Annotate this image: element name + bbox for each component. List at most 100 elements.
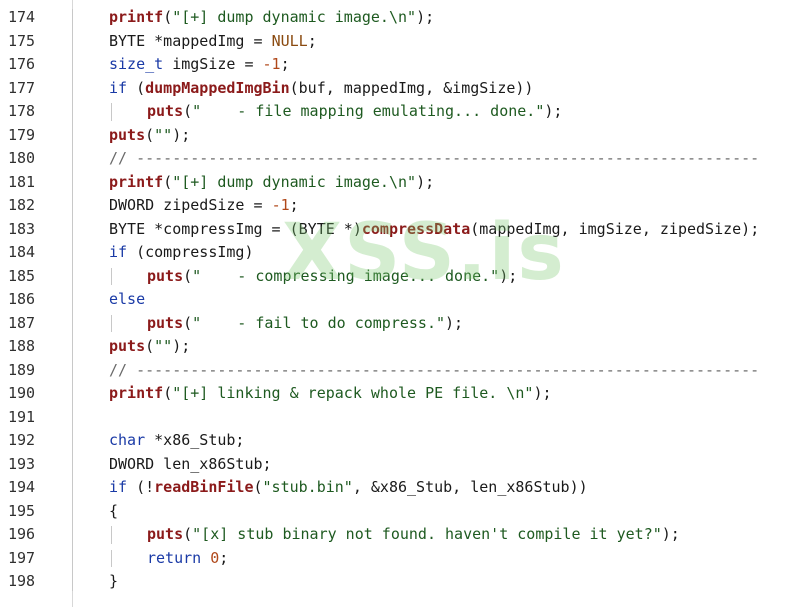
code-token: (buf, mappedImg, &imgSize)) [289,78,534,97]
code-token: ); [544,102,563,120]
code-line[interactable]: 178 puts(" - file mapping emulating... do… [0,100,800,124]
line-number: 175 [8,31,36,50]
code-line[interactable]: 187 puts(" - fail to do compress."); [0,312,800,336]
code-token: -1 [271,196,290,214]
code-token: ( [163,172,173,191]
code-token: if [109,243,128,261]
code-text: DWORD zipedSize = -1; [109,194,299,218]
code-text: puts(" - file mapping emulating... done.… [147,100,562,124]
code-line[interactable]: 181 printf("[+] dump dynamic image.\n"); [0,171,800,195]
line-number: 174 [8,8,36,26]
code-token: " - fail to do compress." [192,313,446,332]
line-number: 195 [8,501,36,520]
code-token: ( [163,384,173,402]
code-token: "" [154,337,173,355]
code-token: printf [109,8,164,26]
code-line[interactable]: 189// ----------------------------------… [0,359,800,383]
code-token: ); [172,337,191,355]
code-token: "[x] stub binary not found. haven't comp… [192,525,662,543]
line-number: 178 [8,102,36,120]
code-token: (! [127,478,155,496]
code-text: puts(""); [109,124,190,148]
code-text: // -------------------------------------… [109,147,759,171]
indent-guide [111,314,112,332]
indent-guide [111,526,112,544]
code-token: ); [416,172,435,191]
code-token: ); [445,313,464,332]
code-line[interactable]: 183 BYTE *compressImg = (BYTE *)compressD… [0,218,800,242]
line-number: 187 [8,313,36,332]
code-token: ( [145,125,155,144]
line-number: 188 [8,337,36,355]
code-text: puts("[x] stub binary not found. haven't… [147,523,680,547]
code-text: else [109,288,145,312]
code-text: { [109,500,118,524]
code-token: ( [163,8,173,26]
code-text: printf("[+] dump dynamic image.\n"); [109,171,434,195]
code-text: BYTE *compressImg = (BYTE *)compressData… [109,218,759,242]
code-text: puts(" - fail to do compress."); [147,312,463,336]
code-line[interactable]: 174 printf("[+] dump dynamic image.\n"); [0,6,800,30]
code-token: { [109,501,119,520]
code-line[interactable]: 198} [0,570,800,594]
code-token: ( [183,313,193,332]
code-token: // -------------------------------------… [109,360,760,379]
code-token: ( [183,525,193,543]
code-token: -1 [262,55,281,73]
line-number: 190 [8,384,36,402]
code-line[interactable]: 179 puts(""); [0,124,800,148]
code-token: puts [147,102,184,120]
line-number: 185 [8,266,36,285]
code-line[interactable]: 182 DWORD zipedSize = -1; [0,194,800,218]
code-line[interactable]: 195 { [0,500,800,524]
code-line[interactable]: 191 [0,406,800,430]
code-token: imgSize = [163,55,263,73]
code-token: "[+] dump dynamic image.\n" [172,172,417,191]
indent-guide [111,549,112,567]
code-token: 0 [210,548,220,567]
code-token: ( [183,102,193,120]
line-number: 182 [8,196,36,214]
code-token: else [109,290,146,308]
code-token: ; [219,548,229,567]
code-text: char *x86_Stub; [109,429,244,453]
code-token: ( [253,478,263,496]
code-line[interactable]: 180 // ----------------------------------… [0,147,800,171]
code-text: if (compressImg) [109,241,254,265]
line-number: 179 [8,125,36,144]
code-token: printf [109,384,164,402]
line-number: 180 [8,149,36,167]
code-token: DWORD zipedSize = [109,196,272,214]
code-text: printf("[+] dump dynamic image.\n"); [109,6,434,30]
code-token: ( [145,337,155,355]
code-token: ( [183,266,193,285]
code-token: (mappedImg, imgSize, zipedSize); [470,219,760,238]
code-token: (compressImg) [127,243,254,261]
code-token: ); [416,8,435,26]
code-token: puts [147,266,184,285]
line-number: 183 [8,219,36,238]
line-number: 176 [8,55,36,73]
code-text: if (!readBinFile("stub.bin", &x86_Stub, … [109,476,588,500]
code-token: "[+] dump dynamic image.\n" [172,8,417,26]
indent-guide [72,9,73,591]
code-line[interactable]: 175 BYTE *mappedImg = NULL; [0,30,800,54]
code-text: BYTE *mappedImg = NULL; [109,30,317,54]
line-number: 181 [8,172,36,191]
code-token: BYTE *mappedImg = [109,31,272,50]
indent-guide [111,103,112,121]
code-token: ; [307,31,317,50]
